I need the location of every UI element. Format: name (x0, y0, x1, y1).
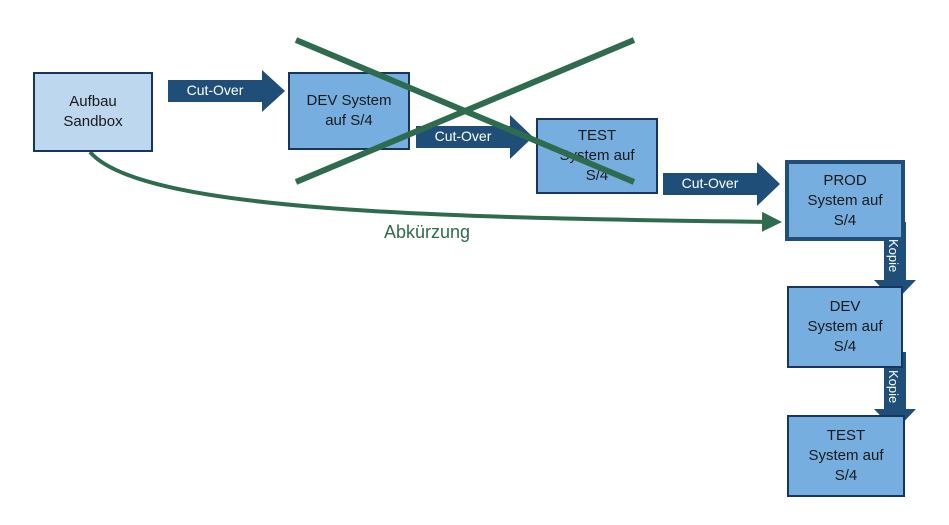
dev-system-top-label: DEV System auf S/4 (306, 92, 392, 129)
test-system-bottom-box: TEST System auf S/4 (787, 415, 905, 497)
shortcut-curve (88, 150, 782, 232)
prod-system-label: PROD System auf S/4 (807, 171, 883, 229)
cutover-arrow-3 (663, 162, 780, 206)
dev-system-top-box: DEV System auf S/4 (288, 72, 410, 150)
prod-system-box: PROD System auf S/4 (785, 160, 905, 241)
dev-system-bottom-label: DEV System auf S/4 (807, 298, 883, 355)
cutover-arrow-1 (168, 70, 285, 112)
cutover-arrow-2 (416, 115, 533, 159)
kopie-arrow-2 (874, 352, 916, 431)
sandbox-box: Aufbau Sandbox (33, 72, 153, 152)
test-system-top-box: TEST System auf S/4 (536, 118, 658, 194)
test-system-top-label: TEST System auf S/4 (559, 127, 635, 184)
sandbox-label: Aufbau Sandbox (63, 93, 123, 130)
kopie-arrow-1 (874, 222, 916, 302)
shortcut-label: Abkürzung (384, 222, 471, 242)
dev-system-bottom-box: DEV System auf S/4 (787, 286, 903, 368)
test-system-bottom-label: TEST System auf S/4 (808, 427, 884, 484)
